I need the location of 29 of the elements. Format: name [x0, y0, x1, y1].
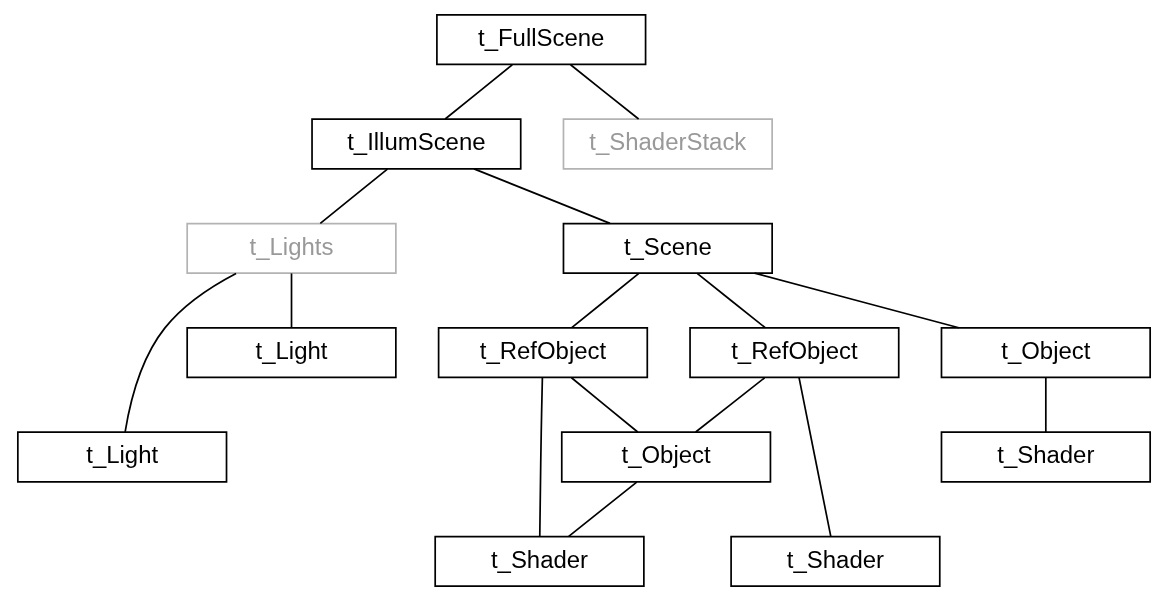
node-box: t_Lights [186, 222, 397, 274]
connector [753, 272, 960, 329]
node-box: t_FullScene [436, 14, 647, 66]
node-box: t_ShaderStack [562, 118, 773, 170]
connector [444, 63, 514, 120]
node-box: t_Light [186, 327, 397, 379]
node-box: t_Scene [562, 222, 773, 274]
connector [124, 272, 237, 433]
node-box: t_RefObject [437, 327, 649, 379]
node-box: t_Shader [434, 535, 645, 587]
node-box: t_Light [17, 431, 228, 483]
connector [570, 376, 639, 433]
connector [319, 168, 389, 225]
node-box: t_Shader [940, 431, 1151, 483]
node-box: t_Object [940, 327, 1151, 379]
connector [798, 377, 832, 538]
connector [567, 481, 638, 538]
connector [694, 376, 766, 433]
connector [538, 376, 544, 537]
node-box: t_Shader [730, 535, 941, 587]
connector [1044, 376, 1047, 433]
node-box: t_Object [560, 431, 772, 483]
connector [569, 63, 640, 120]
connector [570, 272, 640, 329]
connector [473, 168, 611, 225]
connector [696, 272, 767, 329]
node-box: t_IllumScene [311, 118, 522, 170]
connector [290, 272, 293, 329]
node-box: t_RefObject [689, 327, 900, 379]
